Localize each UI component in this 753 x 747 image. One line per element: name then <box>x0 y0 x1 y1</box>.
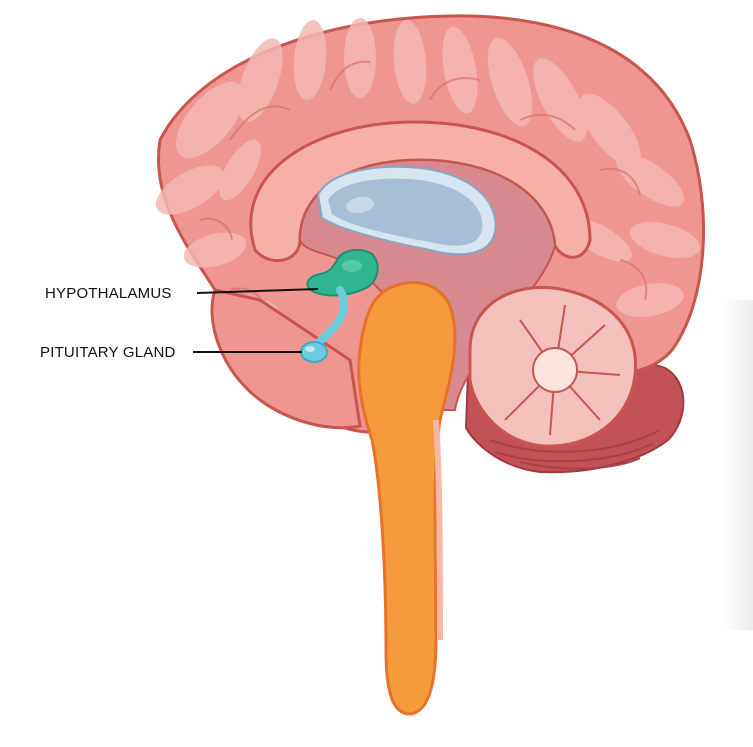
pituitary-gland <box>300 286 348 363</box>
cerebellum <box>468 286 638 448</box>
pituitary-gland-label: PITUITARY GLAND <box>40 344 176 361</box>
edge-shadow <box>723 300 753 630</box>
brainstem <box>357 281 457 716</box>
temporal-lobe <box>210 288 362 430</box>
hypothalamus-leader-line <box>196 288 319 294</box>
hypothalamus-label: HYPOTHALAMUS <box>45 285 172 302</box>
lateral-ventricle <box>328 178 483 246</box>
